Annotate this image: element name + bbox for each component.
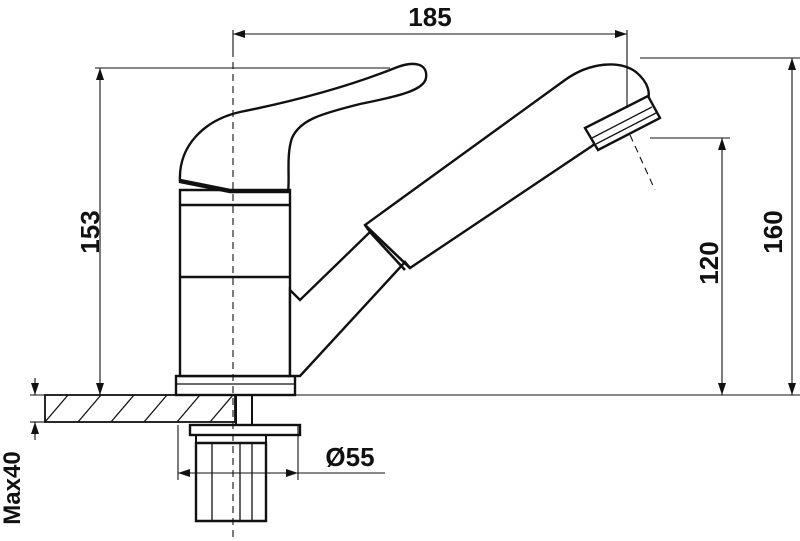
faucet-body [178,188,292,378]
dimension-height-total: 160 [640,57,800,395]
center-lines [232,50,656,541]
faucet-base [174,374,297,397]
label-max-40: Max40 [0,451,26,524]
label-height-160: 160 [758,210,788,253]
dimension-width: 185 [232,2,628,108]
label-diameter-55: Ø55 [325,442,374,472]
label-height-120: 120 [694,241,724,284]
dimension-height-left: 153 [75,67,390,395]
label-width-185: 185 [408,2,451,32]
dimension-height-spout: 120 [650,137,730,395]
label-height-153: 153 [75,210,105,253]
countertop-slab [30,394,800,423]
pullout-spout [288,63,650,378]
dimension-diameter: Ø55 [177,425,385,480]
mounting-hardware [188,394,302,523]
dimension-max-thickness: Max40 [0,378,45,525]
lever-handle [178,62,428,194]
